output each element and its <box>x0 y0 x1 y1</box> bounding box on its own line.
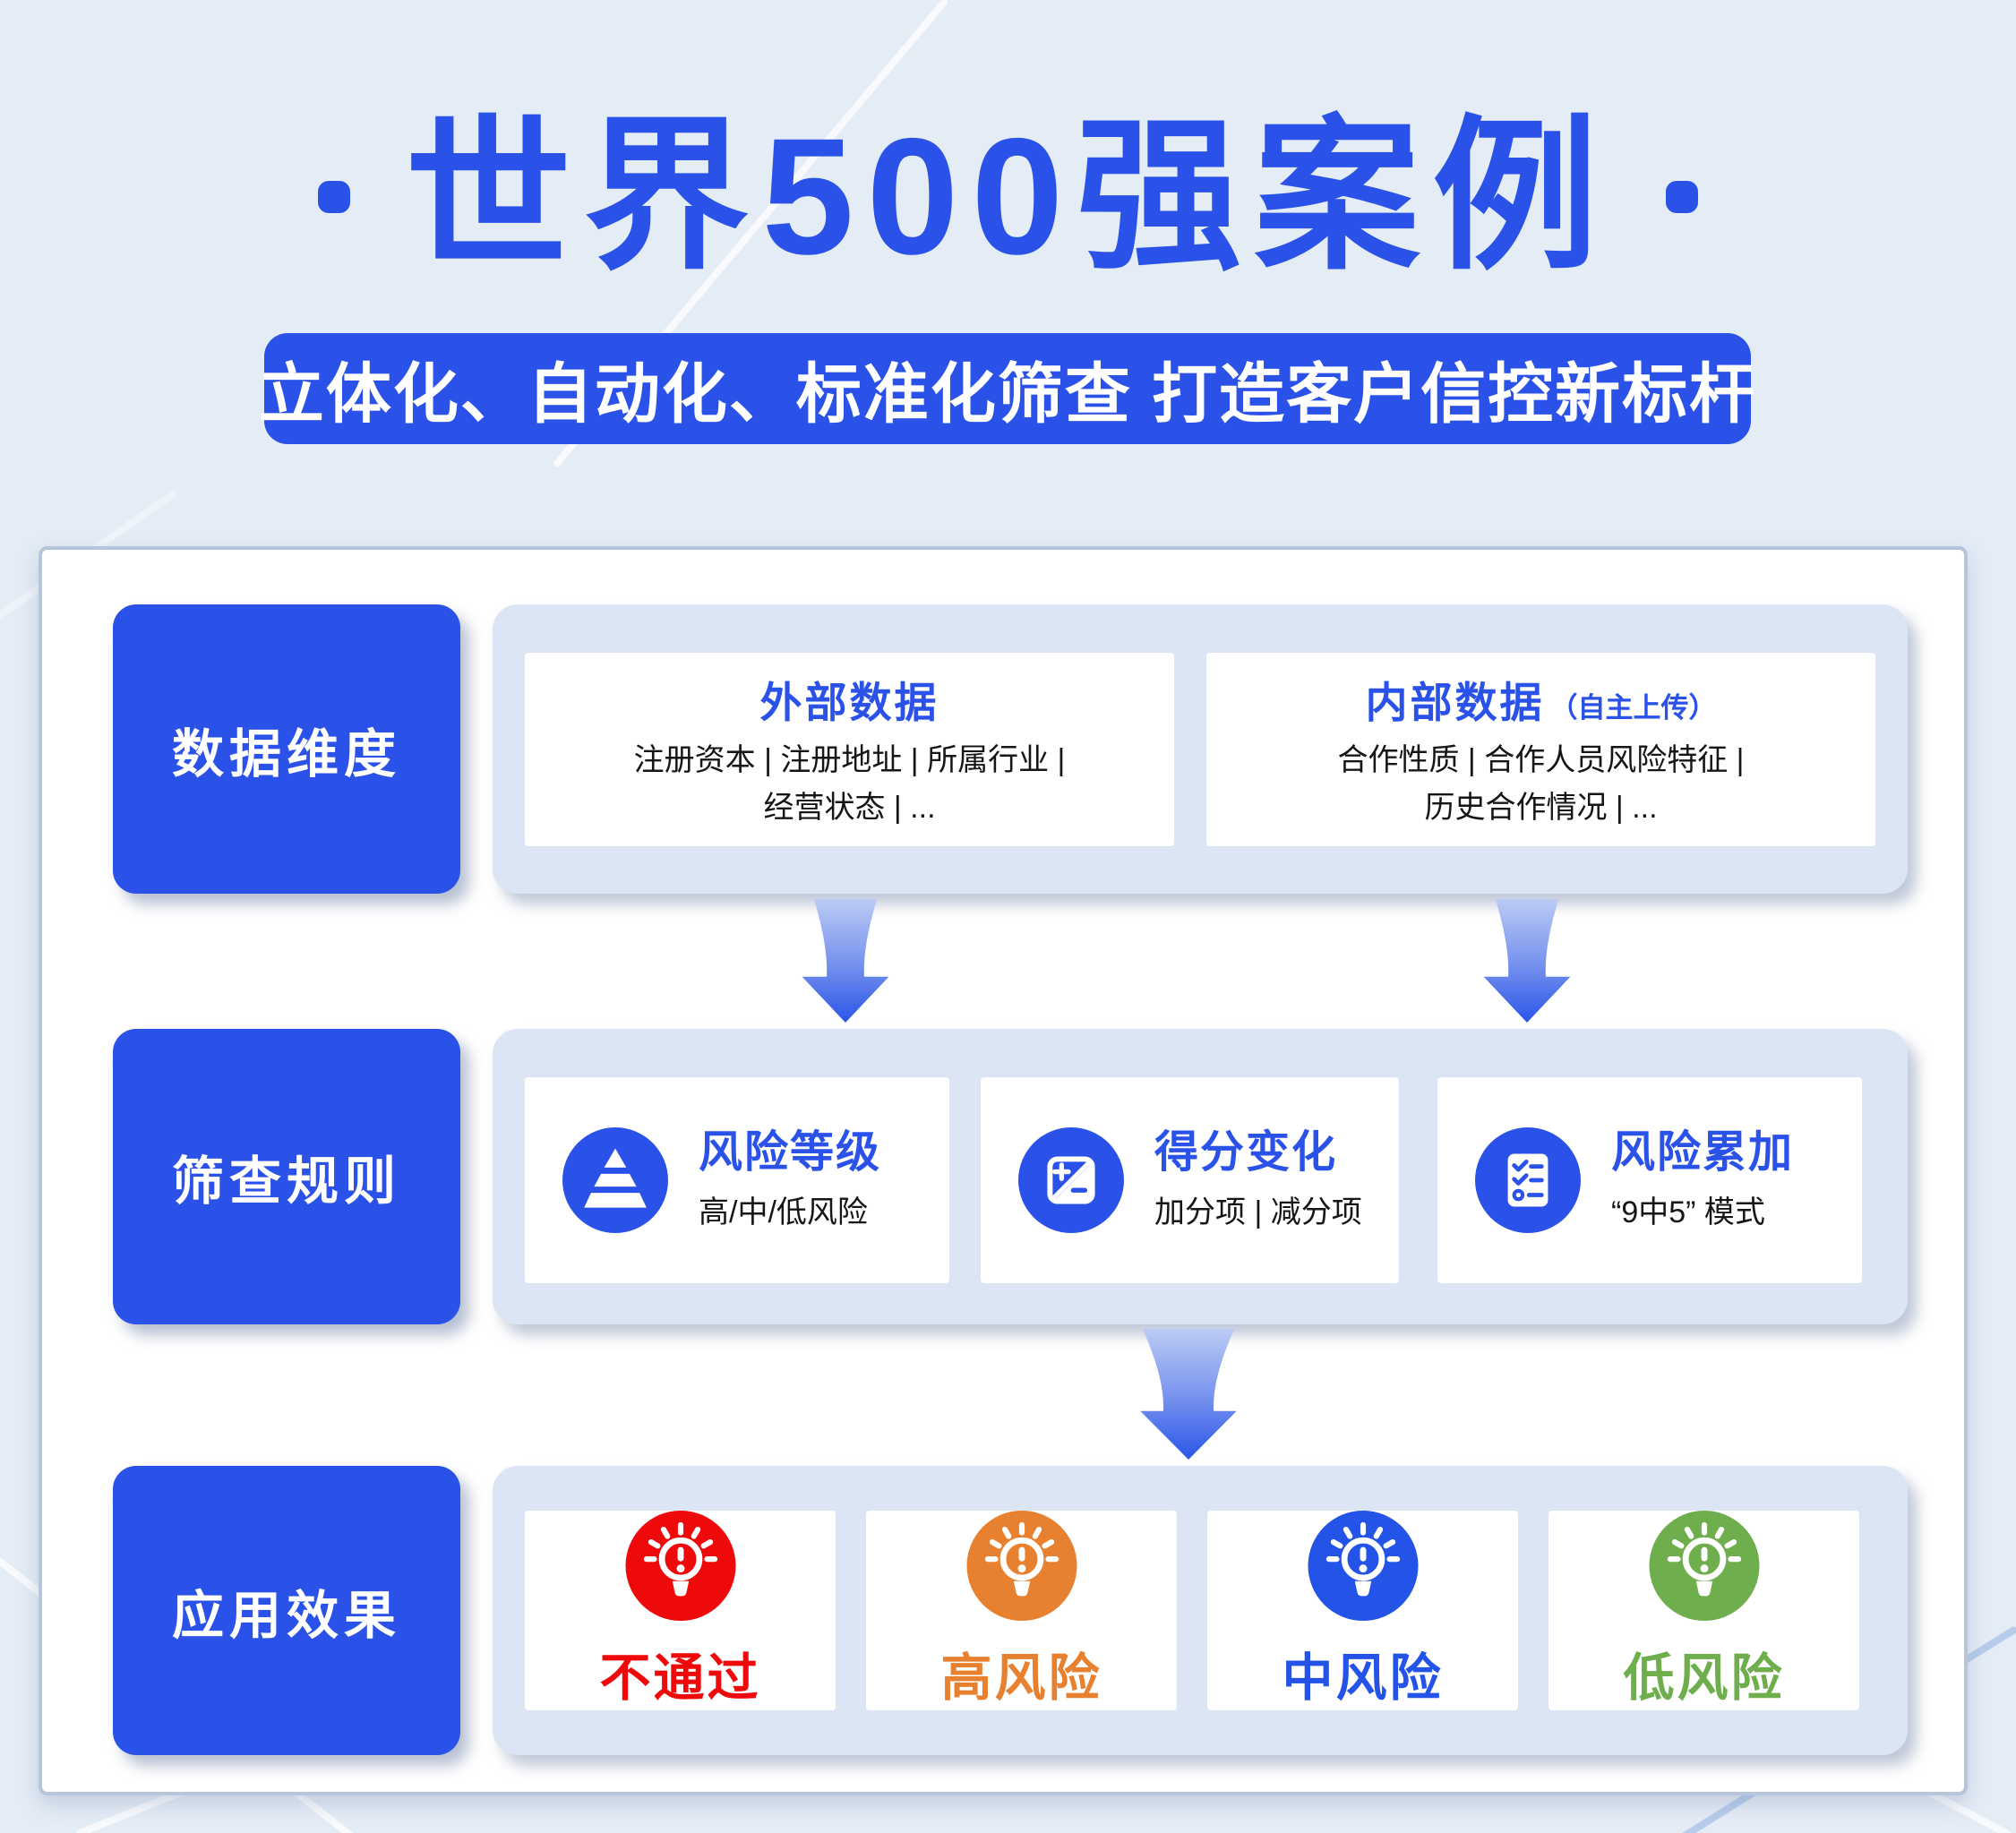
down-arrow-icon <box>1140 1329 1237 1460</box>
rule-card-risk-accumulation: 风险累加 “9中5” 模式 <box>1437 1077 1862 1283</box>
title-left-dot-icon <box>317 181 350 213</box>
page-title: 世界500强案例 <box>405 104 1611 289</box>
rule-title: 得分变化 <box>1154 1127 1338 1177</box>
plus-minus-icon <box>1018 1127 1124 1233</box>
external-data-line2: 经营状态 | ... <box>763 790 936 825</box>
result-card-fail: 不通过 <box>525 1511 836 1710</box>
rule-title: 风险等级 <box>699 1127 882 1177</box>
checklist-icon <box>1475 1127 1581 1233</box>
internal-data-title-line: 内部数据 （自主上传） <box>1366 668 1717 730</box>
title-right-dot-icon <box>1666 181 1699 213</box>
result-card-medium-risk: 中风险 <box>1207 1511 1518 1710</box>
rule-card-text: 风险累加 “9中5” 模式 <box>1611 1127 1795 1232</box>
result-label: 低风险 <box>1623 1649 1785 1707</box>
down-arrow-icon <box>802 899 889 1023</box>
alert-bulb-icon <box>1649 1511 1759 1621</box>
result-card-high-risk: 高风险 <box>866 1511 1177 1710</box>
result-label: 不通过 <box>599 1649 761 1707</box>
rule-card-text: 得分变化 加分项 | 减分项 <box>1154 1127 1362 1232</box>
result-label: 中风险 <box>1282 1649 1444 1707</box>
rule-title: 风险累加 <box>1611 1127 1795 1177</box>
rule-card-text: 风险等级 高/中/低风险 <box>699 1127 882 1232</box>
result-card-low-risk: 低风险 <box>1548 1511 1859 1710</box>
row-panel-data-dimensions: 外部数据 注册资本 | 注册地址 | 所属行业 | 经营状态 | ... 内部数… <box>493 604 1908 894</box>
rule-subtitle: “9中5” 模式 <box>1611 1195 1765 1230</box>
external-data-title: 外部数据 <box>759 678 939 726</box>
page-title-row: 世界500强案例 <box>0 100 2016 294</box>
internal-data-note: （自主上传） <box>1549 691 1717 724</box>
internal-data-body: 合作性质 | 合作人员风险特征 | 历史合作情况 | ... <box>1337 737 1744 831</box>
internal-data-line2: 历史合作情况 | ... <box>1424 790 1658 825</box>
row-label-application-results: 应用效果 <box>113 1466 460 1755</box>
external-data-line1: 注册资本 | 注册地址 | 所属行业 | <box>633 742 1066 777</box>
rule-subtitle: 加分项 | 减分项 <box>1154 1195 1362 1230</box>
subtitle-banner: 立体化、自动化、标准化筛查 打造客户信控新标杆 <box>259 333 1754 444</box>
alert-bulb-icon <box>625 1511 735 1621</box>
internal-data-line1: 合作性质 | 合作人员风险特征 | <box>1337 742 1745 777</box>
alert-bulb-icon <box>966 1511 1077 1621</box>
down-arrow-icon <box>1483 899 1571 1023</box>
row-label-data-dimensions: 数据维度 <box>113 604 460 894</box>
external-data-title-line: 外部数据 <box>760 668 939 730</box>
rule-subtitle: 高/中/低风险 <box>699 1195 868 1230</box>
alert-bulb-icon <box>1308 1511 1418 1621</box>
row-label-screening-rules: 筛查规则 <box>113 1029 460 1324</box>
rule-card-risk-level: 风险等级 高/中/低风险 <box>525 1077 949 1283</box>
pyramid-icon <box>562 1127 668 1233</box>
row-panel-application-results: 不通过 高风险 <box>493 1466 1908 1755</box>
result-label: 高风险 <box>940 1649 1102 1707</box>
row-panel-screening-rules: 风险等级 高/中/低风险 得分变化 加分项 | 减分项 <box>493 1029 1908 1324</box>
internal-data-title: 内部数据 <box>1365 678 1545 726</box>
rule-card-score-change: 得分变化 加分项 | 减分项 <box>981 1077 1399 1283</box>
external-data-card: 外部数据 注册资本 | 注册地址 | 所属行业 | 经营状态 | ... <box>525 653 1174 846</box>
external-data-body: 注册资本 | 注册地址 | 所属行业 | 经营状态 | ... <box>634 737 1066 831</box>
internal-data-card: 内部数据 （自主上传） 合作性质 | 合作人员风险特征 | 历史合作情况 | .… <box>1206 653 1875 846</box>
